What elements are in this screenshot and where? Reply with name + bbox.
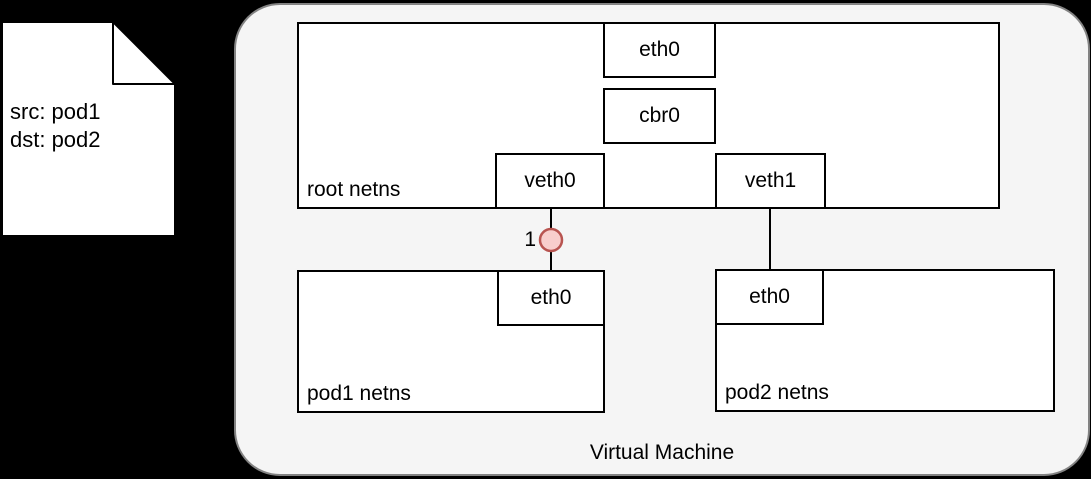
root-eth0-label: eth0 — [639, 38, 680, 61]
note-line-src: src: pod1 — [10, 99, 101, 124]
pod1-eth0-label: eth0 — [530, 286, 572, 309]
cbr0-label: cbr0 — [639, 104, 680, 127]
pod2-netns-label: pod2 netns — [725, 381, 829, 404]
packet-note: src: pod1 dst: pod2 — [10, 98, 101, 154]
veth1-label: veth1 — [744, 169, 797, 192]
pod2-eth0-label: eth0 — [749, 285, 790, 308]
virtual-machine-label: Virtual Machine — [589, 441, 735, 464]
pod2-eth0-box: eth0 — [715, 269, 824, 325]
cbr0-box: cbr0 — [603, 88, 716, 144]
veth0-box: veth0 — [495, 153, 605, 209]
pod1-eth0-box: eth0 — [497, 270, 605, 326]
root-netns-label: root netns — [307, 178, 401, 201]
pod1-netns-label: pod1 netns — [307, 382, 411, 405]
root-eth0-box: eth0 — [603, 22, 716, 78]
veth0-label: veth0 — [524, 169, 576, 192]
step-marker-label: 1 — [524, 228, 536, 251]
note-line-dst: dst: pod2 — [10, 127, 101, 152]
veth1-box: veth1 — [715, 153, 826, 209]
document-fold-icon — [112, 21, 176, 85]
